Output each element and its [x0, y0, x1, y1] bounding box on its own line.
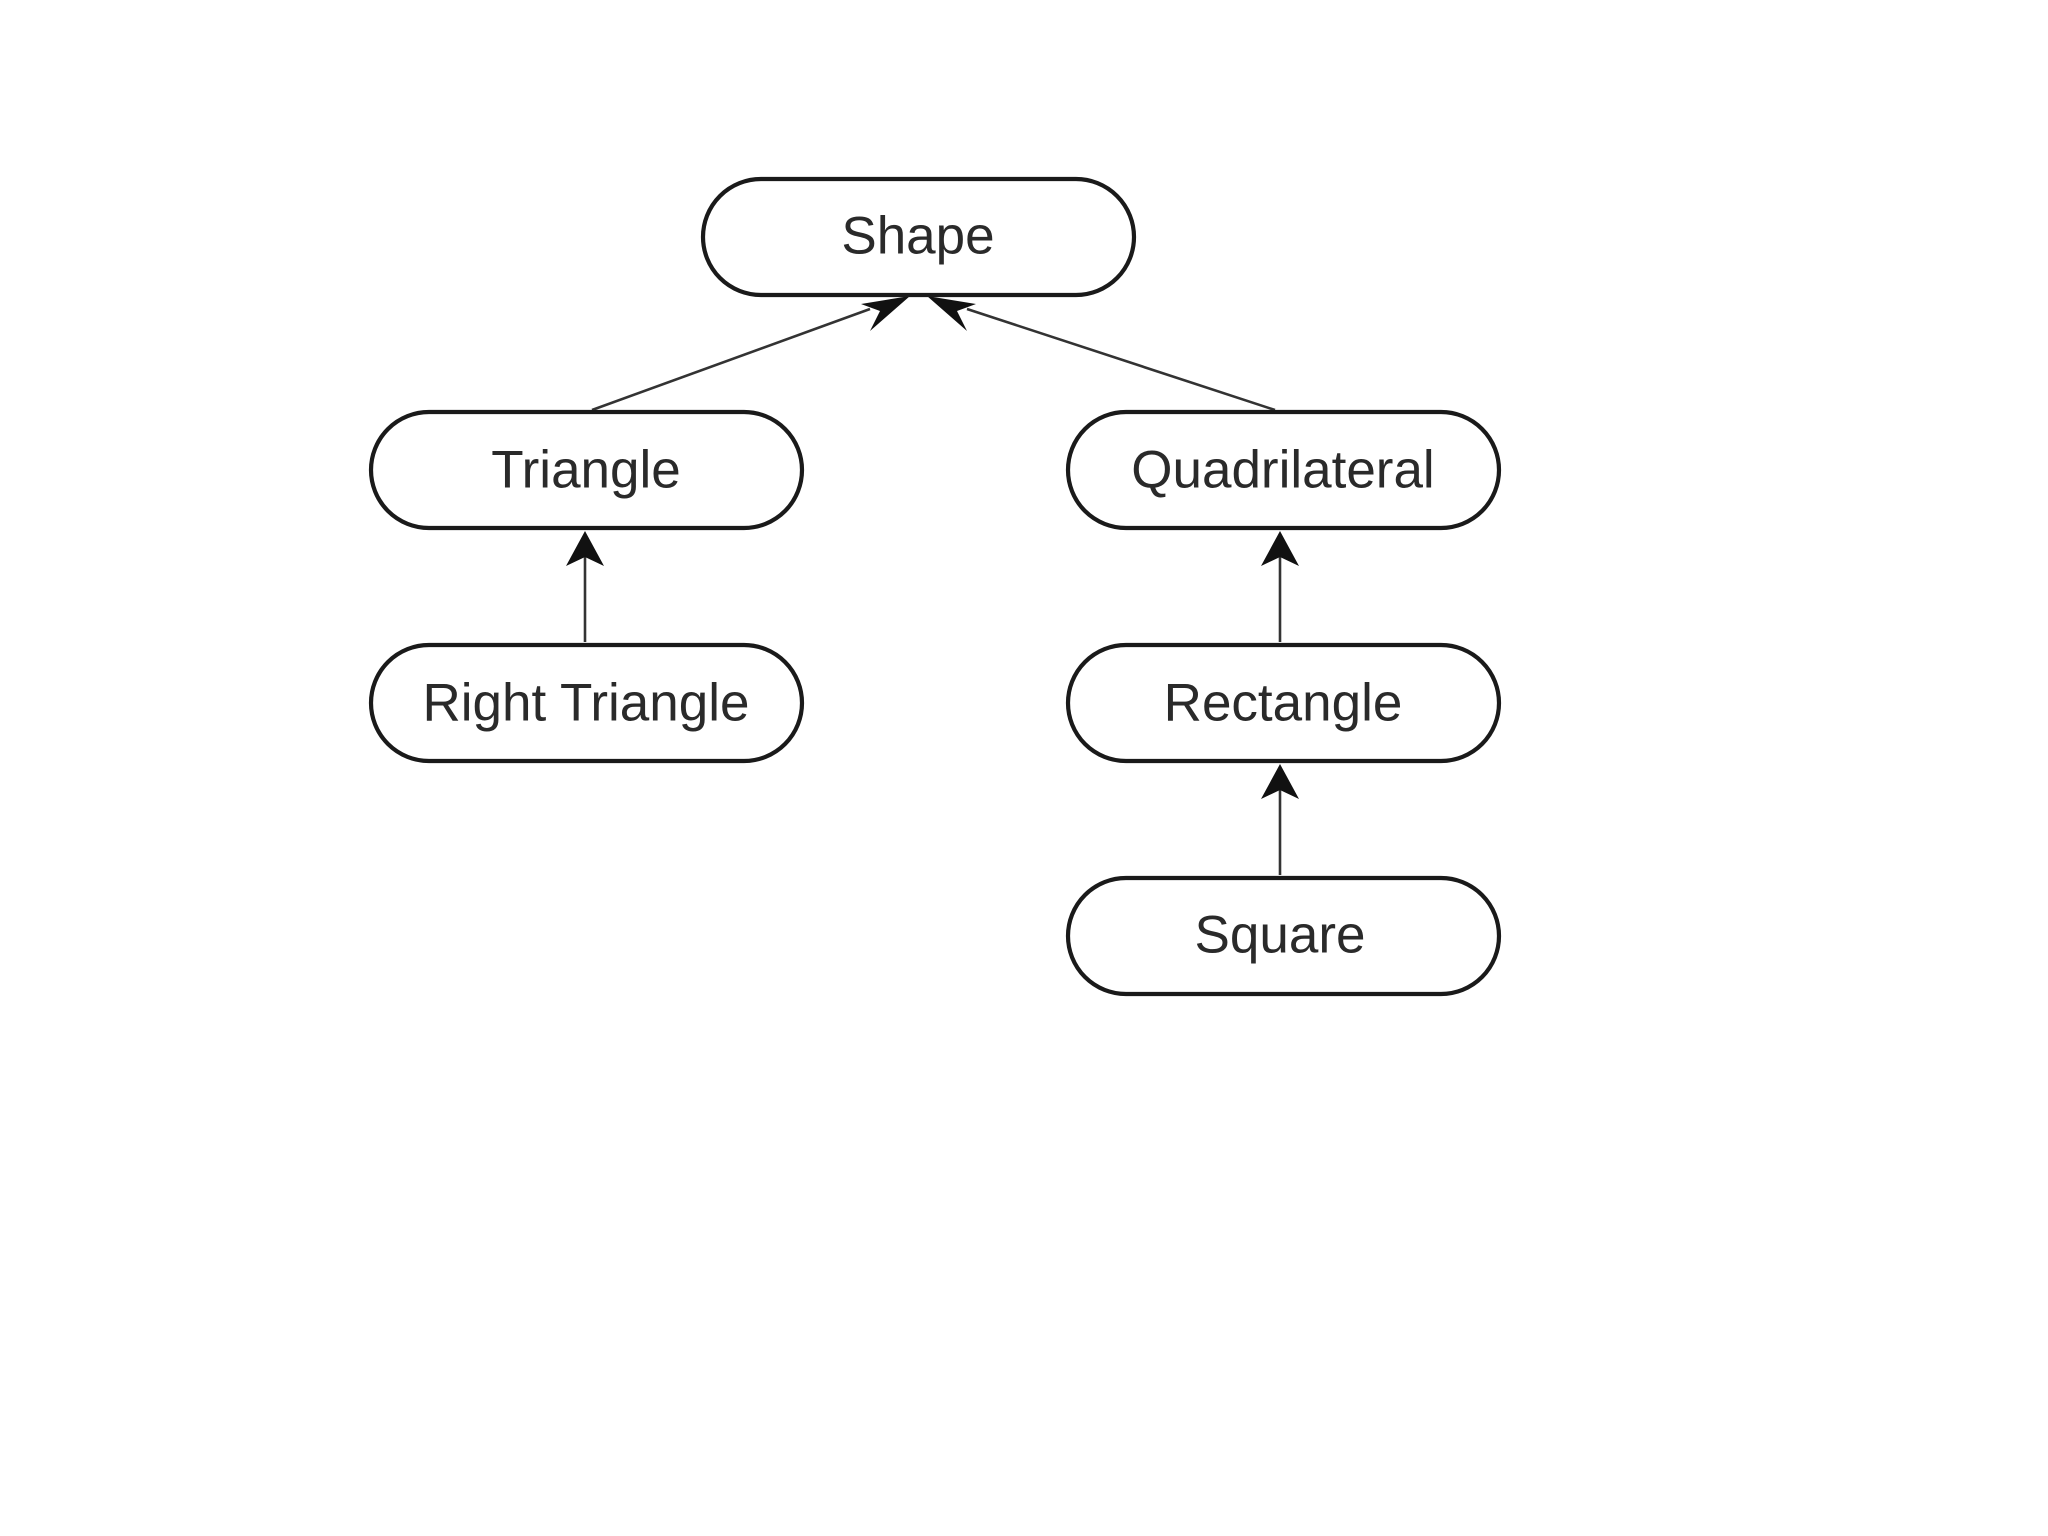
edge-quadrilateral-to-shape	[966, 307, 1276, 412]
node-shape-outline	[700, 176, 1137, 298]
edges	[583, 307, 1282, 875]
node-quadrilateral-label: Quadrilateral	[1131, 441, 1434, 500]
node-shape-label: Shape	[841, 207, 994, 266]
node-right-triangle: Right Triangle	[368, 642, 805, 764]
arrowhead-rectangle-to-quadrilateral	[1261, 531, 1299, 566]
node-shape: Shape	[700, 176, 1137, 298]
node-triangle-outline	[368, 409, 805, 531]
node-rectangle: Rectangle	[1065, 642, 1502, 764]
node-rectangle-label: Rectangle	[1164, 674, 1403, 733]
arrowhead-triangle-to-shape	[861, 296, 910, 331]
node-square-outline	[1065, 875, 1502, 997]
arrowhead-quadrilateral-to-shape	[927, 296, 976, 331]
node-right-triangle-label: Right Triangle	[422, 674, 749, 733]
edge-triangle-to-shape	[591, 307, 871, 412]
node-square: Square	[1065, 875, 1502, 997]
node-square-label: Square	[1195, 906, 1366, 965]
node-triangle: Triangle	[368, 409, 805, 531]
node-triangle-label: Triangle	[491, 441, 681, 500]
arrowhead-right-triangle-to-triangle	[566, 531, 604, 566]
node-rectangle-outline	[1065, 642, 1502, 764]
node-quadrilateral: Quadrilateral	[1065, 409, 1502, 531]
node-right-triangle-outline	[368, 642, 805, 764]
arrowhead-square-to-rectangle	[1261, 764, 1299, 799]
node-quadrilateral-outline	[1065, 409, 1502, 531]
arrowheads	[566, 296, 1299, 799]
